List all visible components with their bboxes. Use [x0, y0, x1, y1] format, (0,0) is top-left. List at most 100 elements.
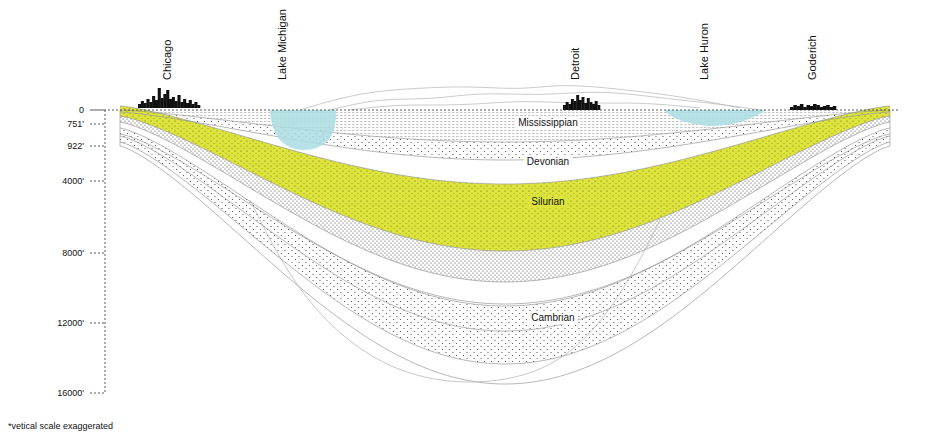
building: [820, 107, 824, 110]
depth-value: 751': [67, 119, 84, 129]
layer-name: Cambrian: [528, 312, 577, 324]
building: [797, 106, 801, 110]
building: [790, 107, 794, 110]
depth-value: 4000': [62, 176, 84, 186]
layer-boundary: [120, 134, 890, 304]
building: [793, 105, 797, 110]
building: [161, 98, 164, 108]
layer-name: Mississippian: [515, 117, 580, 129]
building: [186, 103, 189, 108]
depth-value: 8000': [62, 248, 84, 258]
city-skyline: [138, 88, 200, 108]
building: [152, 96, 155, 108]
building: [192, 104, 195, 108]
datum-line: [92, 110, 900, 111]
building: [823, 106, 827, 110]
building: [810, 106, 814, 110]
city-skyline: [790, 104, 836, 110]
layer-boundary: [120, 146, 890, 384]
building: [146, 99, 149, 108]
depth-axis: [105, 110, 106, 393]
building: [155, 100, 158, 108]
city-name: Chicago: [161, 40, 174, 80]
building: [144, 103, 147, 108]
building: [197, 105, 200, 108]
building: [563, 105, 566, 110]
section-end: [890, 110, 891, 146]
sandstone-layer: [120, 128, 890, 331]
layer-boundary: [120, 110, 890, 142]
depth-tick: [90, 110, 105, 111]
building: [592, 104, 595, 110]
note: *vetical scale exaggerated: [8, 421, 113, 431]
depth-tick: [90, 323, 105, 324]
lake-name: Lake Huron: [698, 23, 711, 80]
building: [829, 107, 833, 110]
depth-tick: [90, 181, 105, 182]
building: [149, 102, 152, 108]
depth-value: 12000': [57, 318, 84, 328]
depth-tick: [90, 253, 105, 254]
strata: [120, 106, 890, 384]
building: [803, 107, 807, 110]
cambrian-layer: [120, 136, 890, 364]
lake: [270, 110, 336, 150]
building: [138, 104, 141, 108]
city-name: Goderich: [806, 35, 819, 80]
building: [169, 99, 172, 108]
layer-boundary: [120, 116, 890, 251]
topography-line: [350, 102, 700, 110]
building: [177, 95, 180, 108]
building: [183, 99, 186, 108]
building: [566, 102, 569, 110]
building: [582, 97, 585, 110]
building: [571, 99, 574, 110]
building: [816, 105, 820, 110]
depth-value: 16000': [57, 388, 84, 398]
layer-boundary: [120, 106, 890, 184]
building: [589, 102, 592, 110]
building: [597, 105, 600, 110]
city-name: Detroit: [569, 48, 582, 80]
depth-tick: [90, 146, 105, 147]
building: [579, 100, 582, 110]
building: [813, 104, 817, 110]
building: [158, 88, 161, 108]
building: [163, 94, 166, 108]
building: [141, 101, 144, 108]
building: [180, 102, 183, 108]
layer-name: Silurian: [528, 196, 567, 208]
topography-line: [330, 92, 760, 110]
layer-boundary: [120, 122, 890, 282]
layer-boundary: [120, 128, 890, 306]
basement-outline: [250, 200, 660, 382]
layer-boundary: [120, 112, 890, 160]
layer-boundary: [120, 142, 890, 364]
building: [826, 105, 830, 110]
city-skyline: [563, 95, 600, 110]
layer-boundary: [120, 136, 890, 331]
building: [189, 100, 192, 108]
building: [166, 90, 169, 108]
building: [800, 104, 804, 110]
building: [574, 101, 577, 110]
lake-name: Lake Michigan: [276, 9, 289, 80]
layer-name: Devonian: [524, 156, 572, 168]
building: [587, 98, 590, 110]
building: [194, 102, 197, 108]
building: [175, 101, 178, 108]
depth-tick: [90, 124, 105, 125]
surface: [90, 86, 900, 393]
topography-line: [300, 86, 740, 110]
depth-tick: [90, 393, 105, 394]
section-end: [120, 110, 121, 146]
building: [806, 105, 810, 110]
building: [833, 106, 837, 110]
building: [172, 97, 175, 108]
depth-value: 922': [67, 141, 84, 151]
building: [576, 95, 579, 110]
depth-value: 0: [79, 105, 84, 115]
